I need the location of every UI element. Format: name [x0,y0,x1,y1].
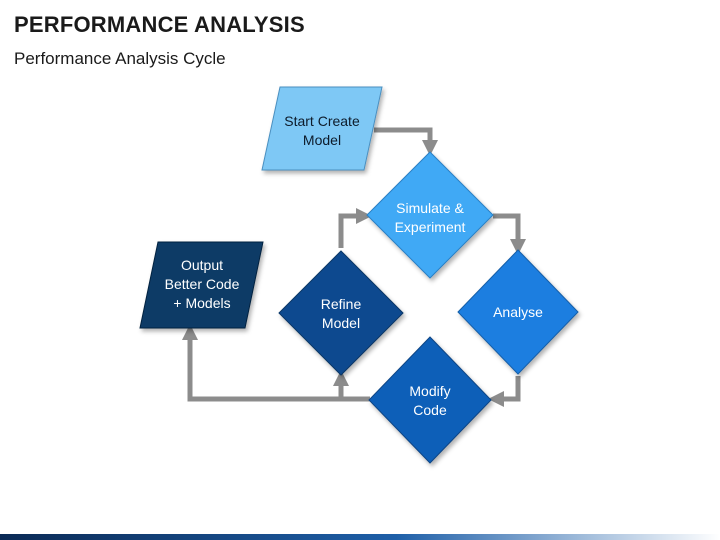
start-label-line-1: Start Create [284,113,360,129]
analyse-label: Analyse [493,304,543,320]
connector-simulate-to-analyse [493,213,527,256]
connector-to-output [181,323,341,402]
page-title: PERFORMANCE ANALYSIS [14,12,305,37]
connectors [181,127,527,408]
connector-start-to-simulate [374,127,439,157]
start-create-model-shape [261,86,383,171]
nodes [139,86,579,464]
refine-model-shape [278,250,404,376]
analyse-shape [457,249,579,375]
output-label-line-1: Output [181,257,223,273]
simulate-label-line-2: Experiment [395,219,466,235]
connector-modify-to-refine [332,369,370,402]
footer-accent-bar [0,534,720,540]
modify-label-line-2: Code [413,402,447,418]
refine-label-line-1: Refine [321,296,362,312]
page-subtitle: Performance Analysis Cycle [14,49,226,68]
simulate-label-line-1: Simulate & [396,200,464,216]
refine-label-line-2: Model [322,315,360,331]
modify-label-line-1: Modify [409,383,450,399]
modify-code-shape [368,336,492,464]
start-label-line-2: Model [303,132,341,148]
output-label-line-3: + Models [173,295,230,311]
node-labels: Start Create Model Simulate & Experiment… [165,113,543,418]
connector-analyse-to-modify [487,376,521,408]
output-label-line-2: Better Code [165,276,240,292]
simulate-experiment-shape [366,151,494,279]
output-shape [139,241,264,329]
connector-refine-to-simulate [338,207,373,248]
